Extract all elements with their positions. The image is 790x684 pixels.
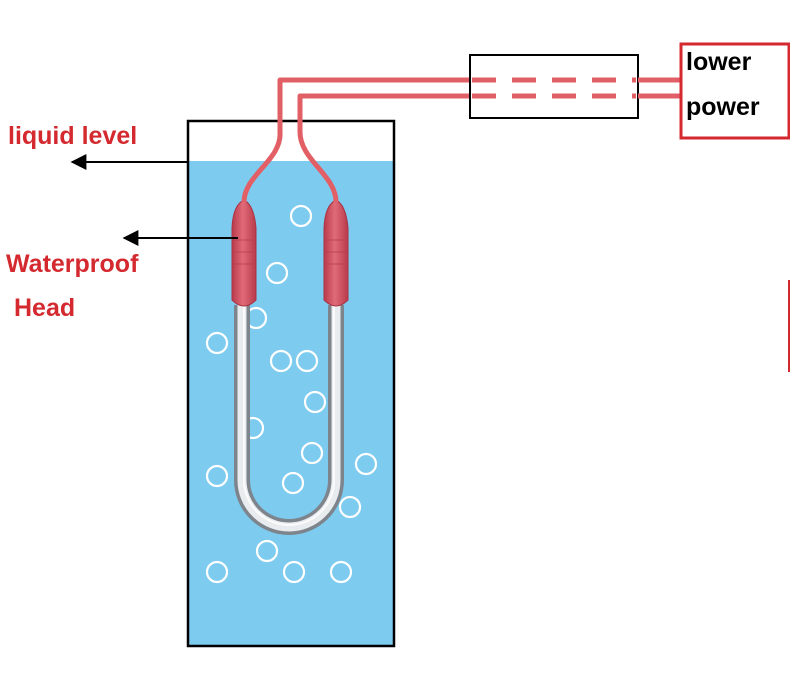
bubble — [269, 349, 293, 373]
liquid-level-annotation: liquid level — [8, 122, 188, 170]
bubble — [289, 204, 313, 228]
lower-power-box: lower power — [679, 42, 790, 140]
cable-to-power — [638, 77, 681, 99]
waterproof-head-left — [231, 199, 257, 307]
bubble — [282, 560, 306, 584]
bubble — [255, 539, 279, 563]
cable-left — [241, 77, 470, 203]
waterproof-heads — [231, 199, 349, 307]
power-label-line1: lower — [686, 48, 752, 76]
heater-tube — [234, 305, 344, 535]
bubble — [338, 495, 362, 519]
liquid-body — [188, 161, 394, 646]
bubble — [281, 471, 305, 495]
bubble — [205, 464, 229, 488]
waterproof-head-right — [323, 199, 349, 307]
bubble — [205, 331, 229, 355]
power-label-line2: power — [686, 93, 760, 121]
waterproof-head-label-line1: Waterproof — [6, 250, 139, 278]
bubble — [300, 441, 324, 465]
power-cables — [241, 77, 470, 203]
connector-box — [469, 54, 639, 119]
waterproof-head-label-line2: Head — [14, 294, 75, 322]
bubble — [303, 390, 327, 414]
cable-right — [297, 93, 470, 203]
waterproof-head-annotation: Waterproof Head — [6, 230, 238, 322]
bubble — [205, 560, 229, 584]
liquid-container — [186, 119, 396, 648]
container-outline — [186, 119, 396, 648]
bubble — [329, 560, 353, 584]
bubbles — [205, 204, 378, 584]
bubble — [354, 452, 378, 476]
bubble — [265, 261, 289, 285]
bubble — [295, 349, 319, 373]
liquid-level-label: liquid level — [8, 122, 137, 150]
